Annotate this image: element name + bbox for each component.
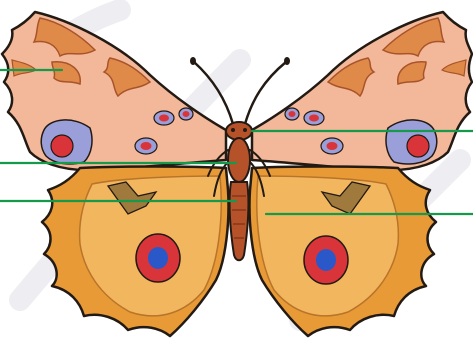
butterfly-body xyxy=(226,122,252,260)
left-hindwing xyxy=(42,167,229,337)
thorax xyxy=(228,138,250,182)
abdomen xyxy=(230,182,249,260)
right-forewing xyxy=(252,12,472,170)
left-forewing xyxy=(2,12,226,170)
right-hindwing xyxy=(250,167,437,337)
